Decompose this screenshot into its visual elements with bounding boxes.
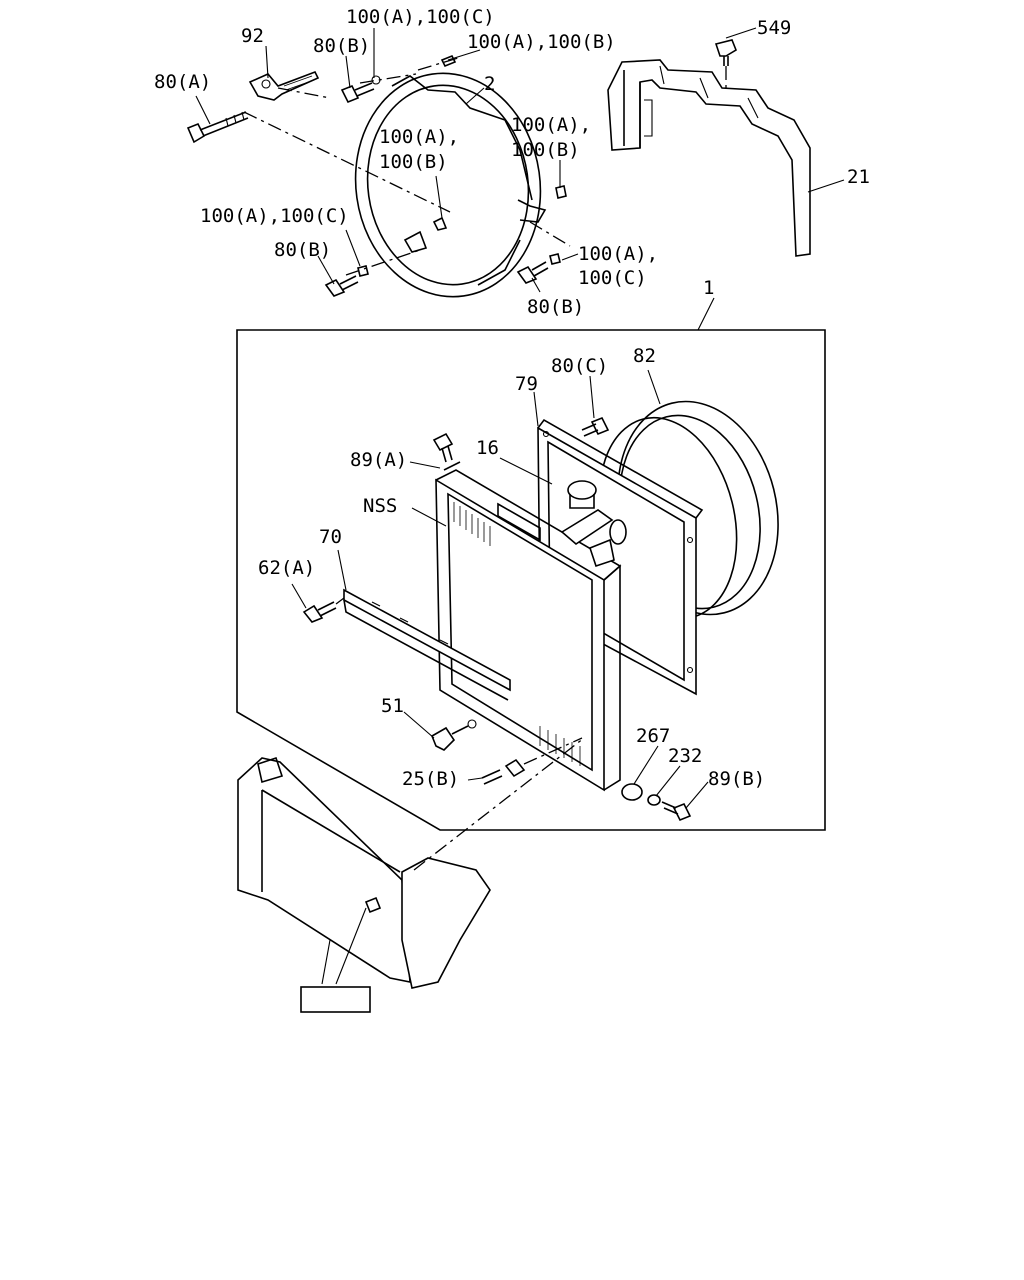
assembly-lines-top <box>243 57 571 276</box>
callout-267: 267 <box>636 725 670 747</box>
callout-100ab-top: 100(A),100(B) <box>467 31 616 53</box>
bolt-89a <box>432 432 454 463</box>
leader-lines <box>195 27 845 985</box>
reference-box-1-35[interactable] <box>300 986 371 1013</box>
callout-1: 1 <box>703 277 714 299</box>
side-bracket-70 <box>343 588 511 701</box>
bolt-80b-bottom <box>516 261 549 284</box>
callout-100ac-top: 100(A),100(C) <box>346 6 495 28</box>
callout-100ab-mid-1: 100(A), <box>379 126 459 148</box>
callout-100ac-right-2: 100(C) <box>578 267 647 289</box>
core-fins-top <box>453 502 491 546</box>
fan-shroud-ring <box>354 72 547 298</box>
callout-80b-left: 80(B) <box>274 239 331 261</box>
callout-2: 2 <box>484 73 495 95</box>
callout-100ac-left: 100(A),100(C) <box>200 205 349 227</box>
intercooler <box>237 737 585 989</box>
callout-62a: 62(A) <box>258 557 315 579</box>
callout-80c: 80(C) <box>551 355 608 377</box>
callout-51: 51 <box>381 695 404 717</box>
bolt-80a <box>186 111 249 144</box>
radiator-core <box>435 461 622 792</box>
bolt-80b-top <box>340 75 381 104</box>
core-fins-bottom <box>539 726 581 766</box>
bracket-92 <box>248 70 320 101</box>
bolt-89b <box>661 801 692 822</box>
callout-21: 21 <box>847 166 870 188</box>
callout-232: 232 <box>668 745 702 767</box>
callout-80a: 80(A) <box>154 71 211 93</box>
callout-70: 70 <box>319 526 342 548</box>
callout-89b: 89(B) <box>708 768 765 790</box>
assembly-box <box>236 329 826 831</box>
mount-267 <box>621 783 643 801</box>
radiator-cap-16 <box>560 480 627 568</box>
callout-100ab-mid-2: 100(B) <box>379 151 448 173</box>
part-51 <box>430 719 477 751</box>
callout-nss: NSS <box>363 495 397 517</box>
callout-25b: 25(B) <box>402 768 459 790</box>
callout-16: 16 <box>476 437 499 459</box>
bolt-25b <box>481 737 583 785</box>
callout-89a: 89(A) <box>350 449 407 471</box>
washer-232 <box>647 794 661 806</box>
callout-80b-top: 80(B) <box>313 35 370 57</box>
callout-92: 92 <box>241 25 264 47</box>
callout-79: 79 <box>515 373 538 395</box>
bolt-62a <box>302 597 345 623</box>
callout-80b-bottom: 80(B) <box>527 296 584 318</box>
callout-100ab-right-2: 100(B) <box>511 139 580 161</box>
seal-21 <box>607 59 811 257</box>
callout-100ac-right-1: 100(A), <box>578 243 658 265</box>
callout-549: 549 <box>757 17 791 39</box>
bolt-80c <box>581 416 610 437</box>
callout-82: 82 <box>633 345 656 367</box>
callout-100ab-right-1: 100(A), <box>511 114 591 136</box>
clip-549 <box>714 39 737 92</box>
